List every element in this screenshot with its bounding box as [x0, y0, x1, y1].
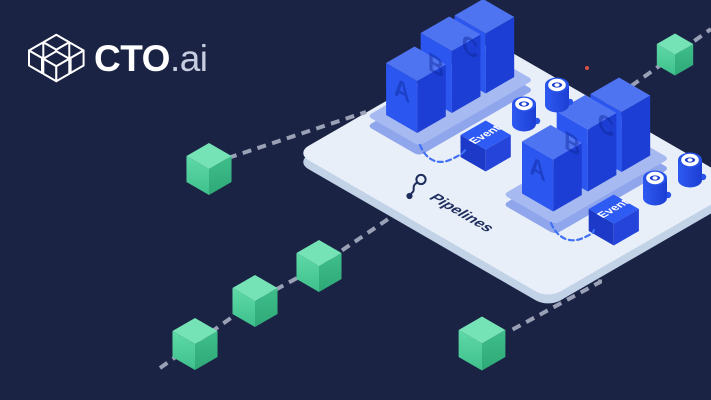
cylinder-2a-dot — [652, 176, 658, 180]
cylinder-2b-body — [678, 160, 702, 188]
event-box-2-right-face — [613, 209, 639, 246]
cylinder-2a — [643, 170, 672, 206]
bar-c1-right-face — [485, 17, 515, 94]
event-box-1-left-face — [460, 135, 486, 172]
event-box-1-right-face — [485, 135, 511, 172]
green-cube-2-top — [172, 318, 218, 344]
bar-b2-right-face — [587, 113, 617, 192]
bar-b1-right-face — [451, 34, 481, 113]
cylinders — [512, 77, 707, 206]
cylinder-2b-dot — [687, 158, 693, 162]
green-cube-6-top — [656, 33, 694, 55]
cylinder-1b-body — [545, 85, 569, 113]
bar-b1-top-face — [420, 16, 481, 51]
bar-c2-top-face — [590, 77, 651, 112]
green-cube-5 — [458, 316, 506, 371]
green-cube-2 — [172, 318, 218, 370]
green-cube-1-top — [186, 143, 232, 169]
bar-label-c2: C — [598, 105, 614, 145]
cubes-logo-icon — [28, 33, 85, 83]
bar-a2 — [522, 125, 582, 212]
event-box-2 — [588, 194, 639, 246]
pipelines-icon — [406, 173, 427, 200]
event-box-1-top-face — [460, 120, 511, 150]
green-cube-3-left — [232, 288, 255, 327]
red-dot — [585, 66, 589, 70]
bar-label-a1: A — [394, 70, 410, 110]
green-cube-3-top — [232, 275, 278, 301]
green-cube-2-right — [195, 331, 218, 370]
bar-a1 — [386, 46, 446, 133]
green-cube-1-right — [209, 156, 232, 195]
event-box-1 — [460, 120, 511, 172]
event-box-2-top-face — [588, 194, 639, 224]
green-cube-2-left — [172, 331, 195, 370]
bar-a2-top-face — [522, 125, 582, 160]
dashed-connector-left — [227, 110, 367, 160]
green-cube-6-left — [656, 44, 675, 76]
event-curve-2 — [549, 221, 596, 242]
event-box-2-left-face — [588, 209, 614, 246]
cylinder-1a — [512, 96, 541, 132]
logo-cube-front — [42, 50, 71, 83]
logo-wordmark: CTO.ai — [94, 40, 208, 77]
bar-c1-top-face — [454, 0, 515, 34]
cylinder-2a-body — [643, 178, 667, 206]
bar-label-a2: A — [529, 149, 545, 189]
green-cubes — [172, 33, 694, 371]
bar-a2-right-face — [553, 143, 582, 212]
bar-label-b1: B — [428, 45, 444, 84]
cylinder-2b — [678, 152, 707, 188]
bar-c2-right-face — [621, 95, 651, 172]
cylinder-1a-body — [512, 104, 536, 132]
bar-a2-left-face — [522, 141, 554, 212]
bar-label-c1: C — [462, 27, 478, 67]
green-cube-6-right — [675, 44, 694, 76]
bar-label-b2: B — [564, 124, 580, 163]
green-cube-1-left — [186, 156, 209, 195]
logo: CTO.ai — [28, 30, 208, 86]
bar-a1-right-face — [417, 64, 446, 133]
green-cube-3 — [232, 275, 278, 327]
bar-a1-top-face — [386, 46, 446, 81]
green-cube-5-left — [458, 330, 482, 371]
logo-text-light: .ai — [169, 37, 208, 79]
bar-a1-left-face — [386, 63, 418, 133]
bar-letters: A B C A B C — [394, 27, 614, 189]
green-cube-5-right — [482, 330, 506, 371]
iso-boxes — [386, 0, 651, 246]
cylinder-1b-dot — [554, 83, 560, 87]
green-cube-1 — [186, 143, 232, 195]
dashed-connector-bottom-left — [158, 209, 402, 370]
event-curves — [418, 143, 596, 242]
green-cube-4 — [296, 240, 342, 292]
green-cube-4-top — [296, 240, 342, 266]
green-cube-5-top — [458, 316, 506, 344]
cylinder-1a-dot — [521, 102, 527, 106]
logo-text-bold: CTO — [94, 37, 170, 79]
green-cube-6 — [656, 33, 694, 76]
event-curve-1 — [418, 143, 469, 163]
cylinder-1b — [545, 77, 574, 113]
